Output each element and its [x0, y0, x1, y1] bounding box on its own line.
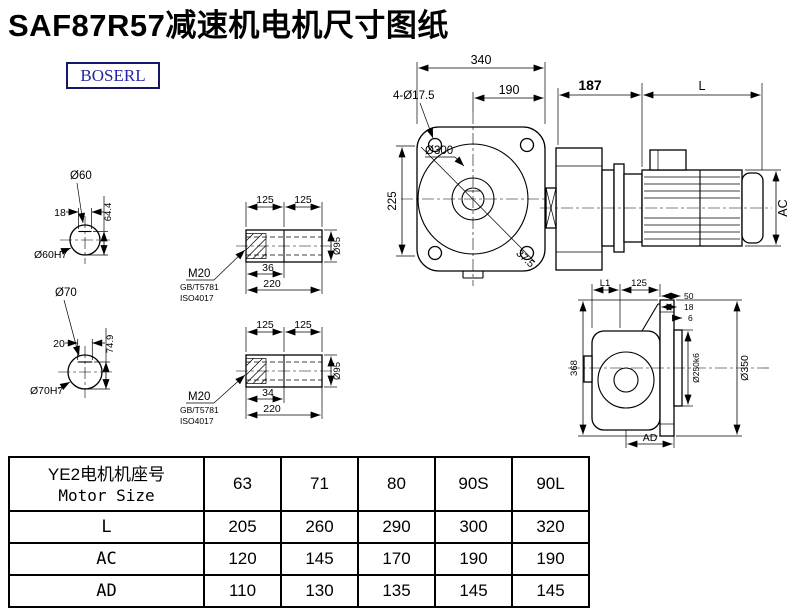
- dim-rear-18: 18: [684, 302, 694, 312]
- table-size-71: 71: [280, 456, 359, 512]
- dim-hollow-upper-seg2: 125: [294, 194, 312, 206]
- label-shaft70-fit: Ø70H7: [30, 385, 63, 397]
- dim-hollow-upper-len: 36: [262, 262, 274, 274]
- table-cell: 135: [357, 574, 436, 608]
- dim-rear-spigot-dia: Ø250k6: [691, 353, 701, 383]
- table-row-label: AC: [8, 542, 205, 576]
- side-gearbox-body: [555, 147, 603, 271]
- dim-hollow-lower-seg1: 125: [256, 319, 274, 331]
- table-cell: 320: [511, 510, 590, 544]
- table-cell: 205: [203, 510, 282, 544]
- table-size-90s: 90S: [434, 456, 513, 512]
- label-hollow-lower-thread: M20: [188, 391, 210, 403]
- table-cell: 260: [280, 510, 359, 544]
- dim-shaft70-key-height: 74.9: [105, 335, 116, 354]
- table-cell: 110: [203, 574, 282, 608]
- label-hollow-lower-std1: GB/T5781: [180, 405, 219, 415]
- dim-hollow-upper-dia: Ø95: [332, 237, 343, 255]
- motor-size-table: YE2电机机座号 Motor Size 63 71 80 90S 90L L 2…: [8, 456, 590, 608]
- table-row-label: AD: [8, 574, 205, 608]
- label-hollow-upper-std1: GB/T5781: [180, 282, 219, 292]
- side-terminal-box: [649, 149, 687, 171]
- table-row-ad: AD 110 130 135 145 145: [8, 574, 590, 608]
- dim-rear-ad: AD: [643, 432, 658, 444]
- shaft60-end-view: 18 64.4 Ø60 Ø60H7: [34, 170, 114, 264]
- dim-shaft70-key-width: 20: [53, 338, 65, 350]
- table-size-90l: 90L: [511, 456, 590, 512]
- boserl-logo: BOSERL: [66, 62, 160, 89]
- table-row-label: L: [8, 510, 205, 544]
- label-hollow-lower-std2: ISO4017: [180, 416, 214, 426]
- dim-shaft60-key-width: 18: [54, 207, 66, 219]
- label-front-flange-dia: Ø300: [425, 145, 453, 157]
- front-bolt-hole: [427, 137, 443, 153]
- label-hollow-upper-std2: ISO4017: [180, 293, 214, 303]
- table-cell: 145: [434, 574, 513, 608]
- dim-rear-height: 368: [569, 360, 580, 376]
- dim-rear-50: 50: [684, 291, 694, 301]
- dim-hollow-upper-total: 220: [263, 278, 281, 290]
- table-cell: 190: [434, 542, 513, 576]
- label-front-bolt-holes: 4-Ø17.5: [393, 90, 435, 102]
- table-cell: 190: [511, 542, 590, 576]
- table-cell: 145: [511, 574, 590, 608]
- dim-hollow-upper-seg1: 125: [256, 194, 274, 206]
- dim-front-width: 340: [471, 53, 492, 67]
- dim-shaft60-key-height: 64.4: [103, 203, 114, 222]
- rear-view: L1 125 50 18 6 368 Ø250k6 Ø350: [568, 278, 770, 448]
- label-shaft60-fit: Ø60H7: [34, 249, 67, 261]
- dim-rear-125: 125: [631, 278, 647, 289]
- shaft70-end-view: 20 74.9 Ø70 Ø70H7: [30, 287, 116, 398]
- front-bolt-hole: [427, 245, 443, 261]
- table-size-80: 80: [357, 456, 436, 512]
- table-cell: 170: [357, 542, 436, 576]
- table-cell: 145: [280, 542, 359, 576]
- page-title: SAF87R57减速机电机尺寸图纸: [8, 8, 449, 43]
- table-row-l: L 205 260 290 300 320: [8, 510, 590, 544]
- hollow-shaft-upper-view: 125 125 36 220 M20 GB/T5781 ISO4017 Ø95: [180, 194, 343, 303]
- dim-hollow-lower-total: 220: [263, 403, 281, 415]
- dim-rear-flange-dia: Ø350: [739, 355, 751, 381]
- table-cell: 300: [434, 510, 513, 544]
- table-header-en: Motor Size: [58, 486, 155, 506]
- front-bolt-hole: [519, 245, 535, 261]
- table-size-63: 63: [203, 456, 282, 512]
- dim-rear-l1: L1: [600, 278, 611, 289]
- table-header-cn: YE2电机机座号: [47, 464, 166, 484]
- dim-side-motor-dia: AC: [776, 199, 790, 216]
- dim-front-height: 225: [387, 191, 399, 210]
- dim-rear-6: 6: [688, 313, 693, 323]
- label-hollow-upper-thread: M20: [188, 268, 210, 280]
- table-cell: 120: [203, 542, 282, 576]
- front-bolt-hole: [519, 137, 535, 153]
- front-view: 340 190 4-Ø17.5 Ø300 225 37.5: [387, 53, 557, 286]
- label-shaft70-dia: Ø70: [55, 287, 77, 299]
- table-row-ac: AC 120 145 170 190 190: [8, 542, 590, 576]
- rear-gearbox-body: [591, 330, 661, 431]
- dim-hollow-lower-seg2: 125: [294, 319, 312, 331]
- dim-hollow-lower-len: 34: [262, 387, 274, 399]
- dim-hollow-lower-dia: Ø95: [332, 362, 343, 380]
- table-cell: 290: [357, 510, 436, 544]
- table-cell: 130: [280, 574, 359, 608]
- hollow-shaft-lower-view: 125 125 34 220 M20 GB/T5781 ISO4017 Ø95: [180, 319, 343, 426]
- table-header-motor-size: YE2电机机座号 Motor Size: [8, 456, 205, 512]
- dim-side-motor-length: L: [699, 79, 706, 93]
- dim-side-gearbox-length: 187: [578, 77, 602, 93]
- front-flange-circle: [417, 143, 529, 255]
- label-shaft60-dia: Ø60: [70, 170, 92, 182]
- dim-front-half-width: 190: [499, 83, 520, 97]
- side-view: 187 L AC: [540, 77, 790, 271]
